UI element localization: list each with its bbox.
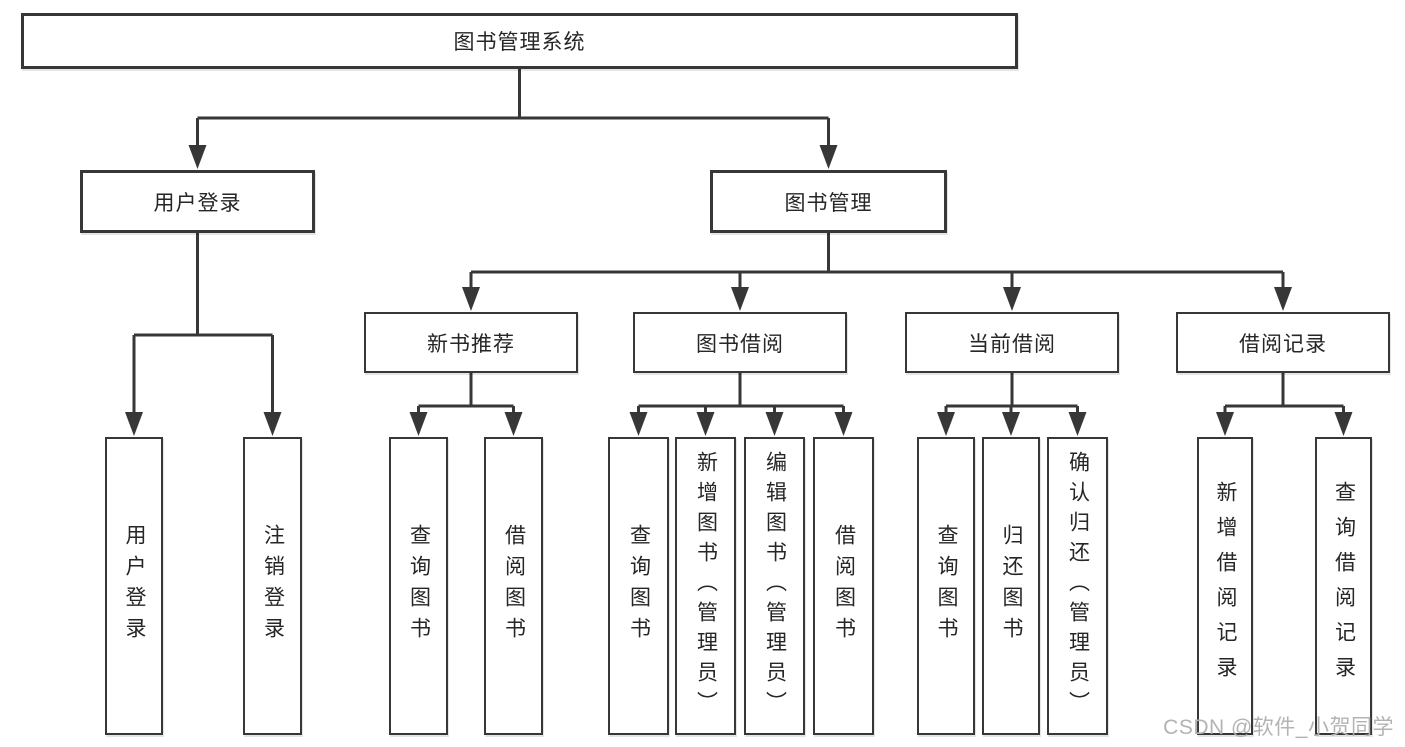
node-user-login-branch: 用户登录: [80, 170, 315, 233]
csdn-watermark: CSDN @软件_小贺同学: [1163, 716, 1394, 739]
leaf-current-return-books: 归还图书: [982, 437, 1040, 735]
leaf-logout: 注销登录: [243, 437, 302, 735]
leaf-borrowing-add-books-admin: 新增图书（管理员）: [675, 437, 736, 735]
node-borrowing-records: 借阅记录: [1176, 312, 1390, 373]
leaf-user-login: 用户登录: [105, 437, 163, 735]
leaf-borrowing-edit-books-admin: 编辑图书（管理员）: [744, 437, 805, 735]
node-book-management-branch: 图书管理: [710, 170, 947, 233]
node-root-library-system: 图书管理系统: [21, 13, 1018, 69]
leaf-current-query-books: 查询图书: [917, 437, 975, 735]
node-book-borrowing: 图书借阅: [633, 312, 847, 373]
node-current-borrowing: 当前借阅: [905, 312, 1119, 373]
leaf-records-add-borrow-record: 新增借阅记录: [1197, 437, 1253, 735]
leaf-borrowing-borrow-books: 借阅图书: [813, 437, 874, 735]
leaf-newbooks-query-books: 查询图书: [389, 437, 448, 735]
leaf-records-query-borrow-record: 查询借阅记录: [1315, 437, 1372, 735]
node-new-book-recommendation: 新书推荐: [364, 312, 578, 373]
leaf-newbooks-borrow-books: 借阅图书: [484, 437, 543, 735]
leaf-current-confirm-return-admin: 确认归还（管理员）: [1047, 437, 1108, 735]
leaf-borrowing-query-books: 查询图书: [608, 437, 669, 735]
